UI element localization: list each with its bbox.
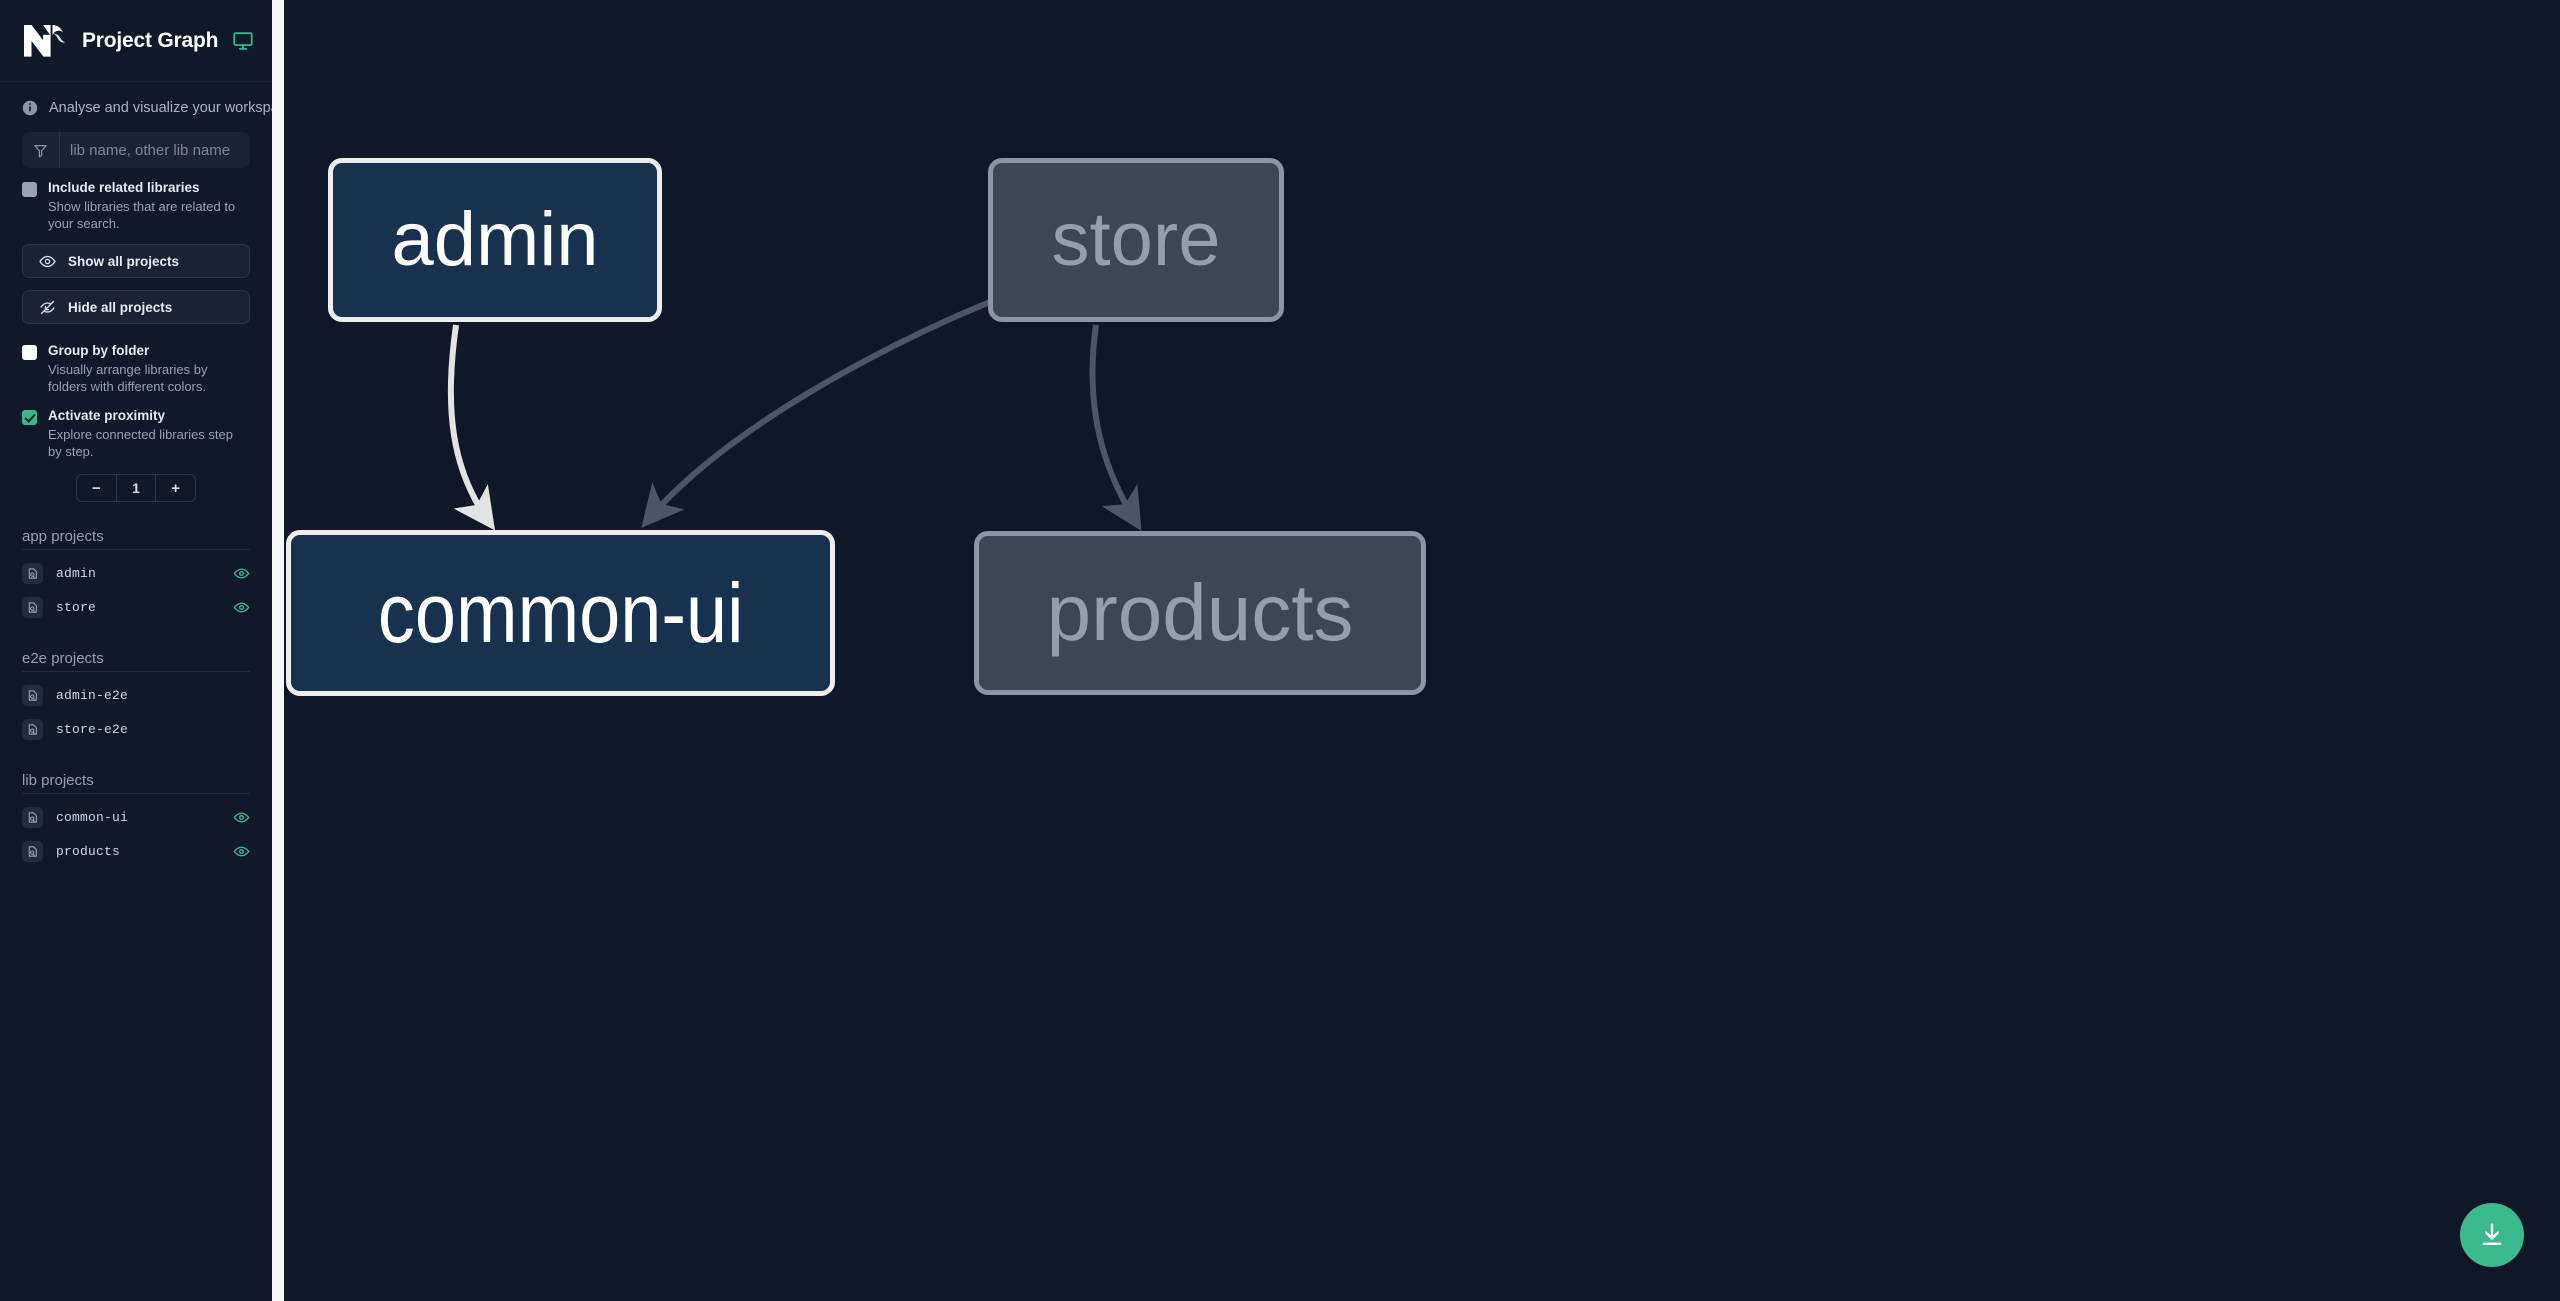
search-row <box>22 132 250 168</box>
workspace-info: Analyse and visualize your workspace. <box>0 82 272 132</box>
show-all-projects-button[interactable]: Show all projects <box>22 244 250 278</box>
eye-icon <box>39 255 56 267</box>
option-description: Explore connected libraries step by step… <box>48 427 233 459</box>
info-circle-icon <box>22 100 38 116</box>
monitor-icon[interactable] <box>232 30 254 52</box>
group-by-folder-checkbox[interactable] <box>22 345 37 360</box>
sidebar-body: Include related libraries Show libraries… <box>0 132 272 868</box>
option-label: Activate proximity <box>48 408 166 423</box>
sidebar: Project Graph Analyse and visualize your… <box>0 0 272 1301</box>
option-label: Group by folder <box>48 343 150 358</box>
graph-node-common-ui[interactable]: common-ui <box>286 530 835 696</box>
hide-all-projects-label: Hide all projects <box>68 299 173 315</box>
nx-project-icon <box>22 840 43 862</box>
graph-node-label: store <box>1051 197 1221 282</box>
eye-open-icon[interactable] <box>233 843 250 860</box>
proximity-value: 1 <box>115 475 157 501</box>
project-group-lib: lib projects common-ui <box>22 772 250 868</box>
proximity-increment-button[interactable]: + <box>171 479 181 497</box>
sidebar-resize-handle[interactable] <box>272 0 284 1301</box>
nx-project-icon <box>22 684 43 706</box>
graph-node-label: admin <box>391 197 599 282</box>
graph-node-label: common-ui <box>377 566 744 660</box>
graph-node-admin[interactable]: admin <box>328 158 662 322</box>
show-all-projects-label: Show all projects <box>68 253 180 269</box>
nx-project-icon <box>22 806 43 828</box>
project-group-e2e: e2e projects admin-e2e <box>22 650 250 746</box>
project-row-products[interactable]: products <box>22 834 250 868</box>
divider <box>22 671 250 672</box>
graph-canvas[interactable]: admin store common-ui products <box>284 0 2560 1301</box>
graph-node-store[interactable]: store <box>988 158 1284 322</box>
option-description: Visually arrange libraries by folders wi… <box>48 362 208 394</box>
nx-logo <box>22 21 68 61</box>
project-row-admin[interactable]: admin <box>22 556 250 590</box>
eye-off-icon <box>40 300 55 314</box>
activate-proximity-checkbox[interactable] <box>22 410 37 425</box>
project-name: products <box>56 843 121 859</box>
page-title: Project Graph <box>82 28 219 52</box>
option-group-by-folder[interactable]: Group by folder Visually arrange librari… <box>22 342 250 395</box>
edge-store-products <box>1089 324 1142 531</box>
project-name: store <box>56 599 97 615</box>
graph-edges <box>447 299 1142 531</box>
edge-store-common-ui <box>641 299 992 529</box>
filter-funnel-icon <box>22 132 60 168</box>
sidebar-header: Project Graph <box>0 0 272 82</box>
proximity-stepper: − 1 + <box>76 474 196 502</box>
project-row-store-e2e[interactable]: store-e2e <box>22 712 250 746</box>
divider <box>22 793 250 794</box>
edge-admin-common-ui <box>447 324 496 531</box>
project-row-common-ui[interactable]: common-ui <box>22 800 250 834</box>
group-title: e2e projects <box>22 650 104 667</box>
divider <box>22 549 250 550</box>
option-activate-proximity[interactable]: Activate proximity Explore connected lib… <box>22 407 250 460</box>
group-title: app projects <box>22 528 104 545</box>
eye-open-icon[interactable] <box>233 599 250 616</box>
graph-node-products[interactable]: products <box>974 531 1426 695</box>
project-name: common-ui <box>56 809 129 825</box>
download-graph-button[interactable] <box>2460 1203 2524 1267</box>
project-name: admin <box>56 565 97 581</box>
option-include-related-libraries[interactable]: Include related libraries Show libraries… <box>22 179 250 232</box>
nx-project-icon <box>22 596 43 618</box>
eye-open-icon[interactable] <box>233 809 250 826</box>
nx-project-icon <box>22 718 43 740</box>
hide-all-projects-button[interactable]: Hide all projects <box>22 290 250 324</box>
include-related-libraries-checkbox[interactable] <box>22 182 37 197</box>
graph-node-label: products <box>1046 568 1354 657</box>
nx-project-icon <box>22 562 43 584</box>
project-name: store-e2e <box>56 721 129 737</box>
project-row-admin-e2e[interactable]: admin-e2e <box>22 678 250 712</box>
download-icon <box>2482 1223 2502 1245</box>
proximity-decrement-button[interactable]: − <box>91 479 101 497</box>
group-title: lib projects <box>22 772 94 789</box>
project-row-store[interactable]: store <box>22 590 250 624</box>
option-label: Include related libraries <box>48 180 200 195</box>
project-name: admin-e2e <box>56 687 129 703</box>
search-input[interactable] <box>60 132 250 168</box>
project-group-app: app projects admin <box>22 528 250 624</box>
workspace-info-text: Analyse and visualize your workspace. <box>49 100 272 116</box>
eye-open-icon[interactable] <box>233 565 250 582</box>
option-description: Show libraries that are related to your … <box>48 199 236 231</box>
